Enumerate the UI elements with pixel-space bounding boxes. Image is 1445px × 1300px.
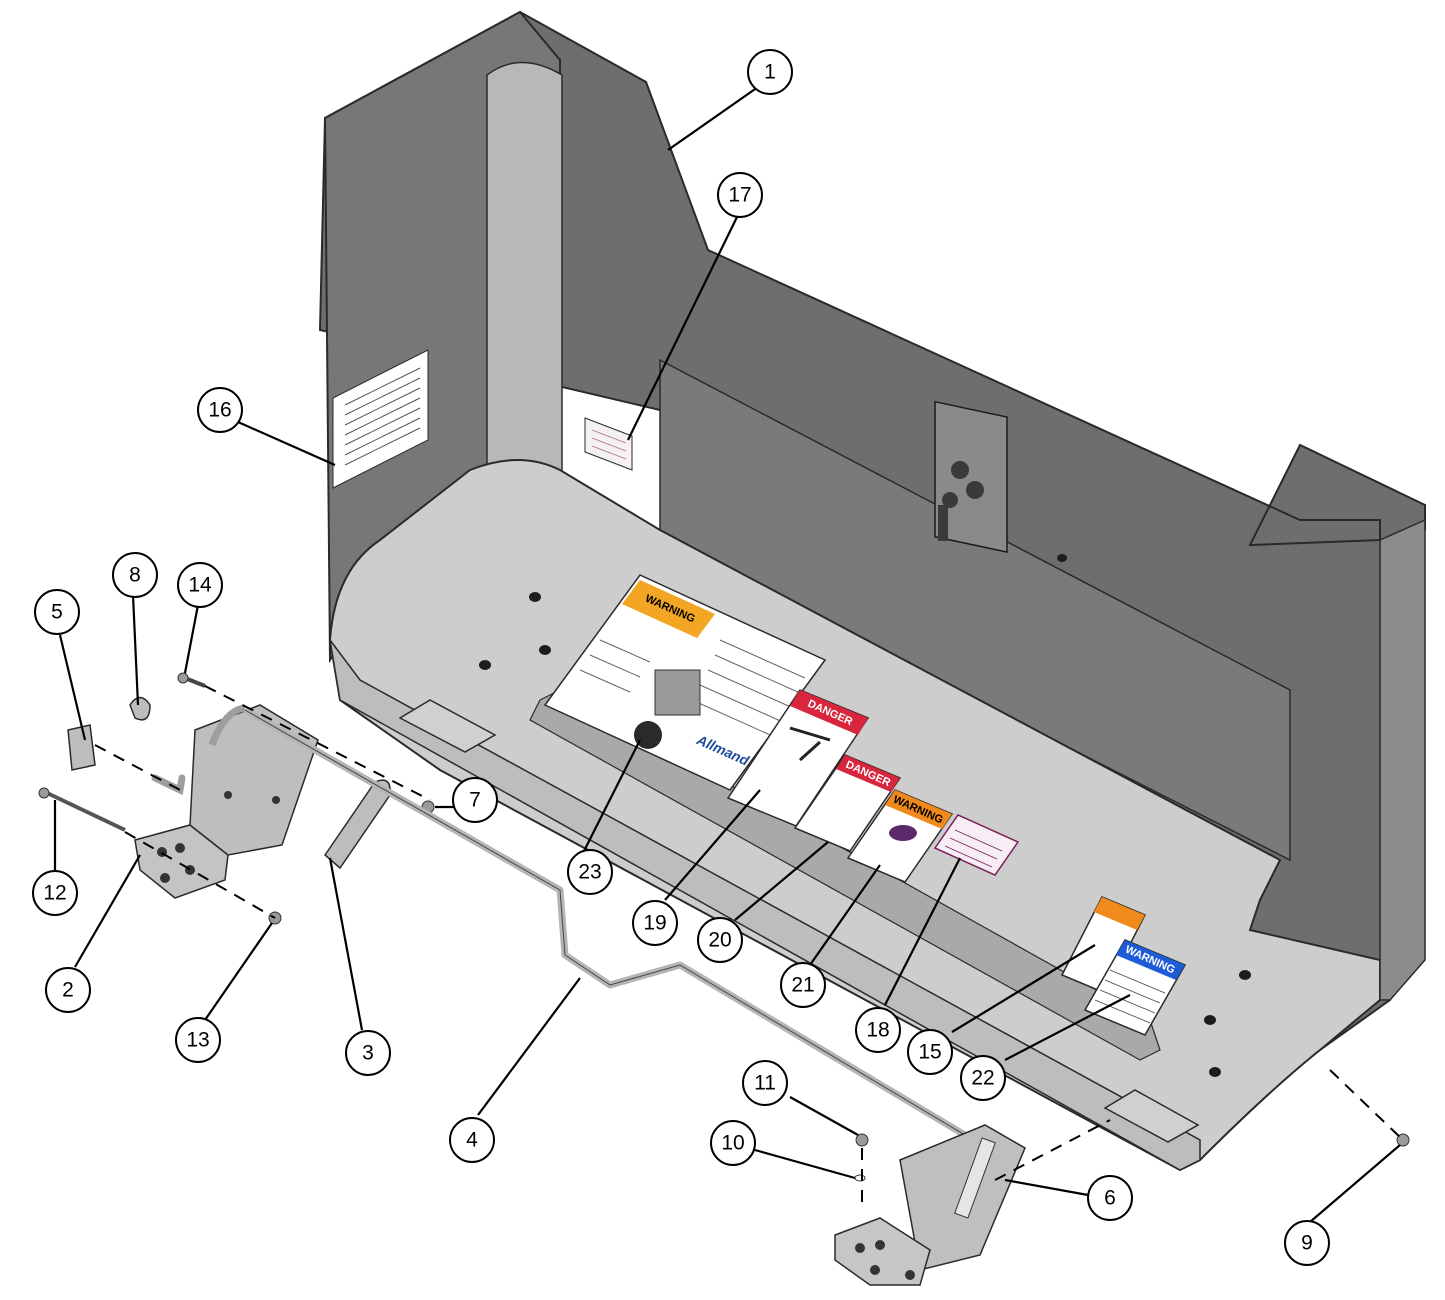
callout-19-label: 19 xyxy=(643,912,666,935)
callout-5-label: 5 xyxy=(51,601,63,624)
decal-15-warning xyxy=(1060,896,1147,994)
callout-23: 23 xyxy=(567,849,613,895)
decal-18 xyxy=(933,814,1020,876)
callout-8: 8 xyxy=(112,552,158,598)
callout-9-label: 9 xyxy=(1301,1232,1313,1255)
enclosure-corner-post xyxy=(486,61,563,486)
callout-15-label: 15 xyxy=(918,1041,941,1064)
callout-7: 7 xyxy=(452,777,498,823)
callout-5: 5 xyxy=(34,589,80,635)
callout-17: 17 xyxy=(717,172,763,218)
floor-holes xyxy=(479,554,1251,1077)
callout-11: 11 xyxy=(742,1060,788,1106)
callout-15: 15 xyxy=(907,1029,953,1075)
callout-13: 13 xyxy=(175,1017,221,1063)
latch-assembly xyxy=(934,400,1008,553)
enclosure-inner-panel xyxy=(659,358,1291,862)
enclosure-panel xyxy=(318,10,1426,1172)
callout-21: 21 xyxy=(780,962,826,1008)
callout-3-label: 3 xyxy=(362,1042,374,1065)
callout-16-label: 16 xyxy=(208,399,231,422)
decal-17 xyxy=(584,417,633,471)
leader-lines xyxy=(53,86,1401,1223)
callouts: 1 2 3 4 5 6 7 8 9 10 11 12 13 14 15 16 1… xyxy=(32,49,1330,1266)
callout-14-label: 14 xyxy=(188,574,212,597)
callout-12: 12 xyxy=(32,870,78,916)
callout-23-label: 23 xyxy=(578,861,601,884)
assembly-lines xyxy=(94,685,1404,1210)
callout-4-label: 4 xyxy=(466,1129,478,1152)
callout-18: 18 xyxy=(855,1007,901,1053)
callout-3: 3 xyxy=(345,1030,391,1076)
callout-8-label: 8 xyxy=(129,564,141,587)
callout-17-label: 17 xyxy=(728,184,751,207)
decal-23-warning-sheet: WARNING Allmand xyxy=(543,574,827,791)
callout-1: 1 xyxy=(747,49,793,95)
callout-18-label: 18 xyxy=(866,1019,889,1042)
callout-14: 14 xyxy=(177,562,223,608)
callout-1-label: 1 xyxy=(764,61,776,84)
callout-16: 16 xyxy=(197,387,243,433)
hinge-plate-left xyxy=(398,699,497,753)
callout-2-label: 2 xyxy=(62,979,74,1002)
callout-22: 22 xyxy=(960,1055,1006,1101)
callout-13-label: 13 xyxy=(186,1029,209,1052)
callout-20: 20 xyxy=(697,917,743,963)
callout-12-label: 12 xyxy=(43,882,66,905)
callout-6: 6 xyxy=(1087,1175,1133,1221)
callout-7-label: 7 xyxy=(469,789,481,812)
decal-22-warning: WARNING xyxy=(1083,939,1187,1036)
callout-11-label: 11 xyxy=(754,1072,776,1095)
hinge-assembly-right xyxy=(834,1124,1410,1286)
callout-22-label: 22 xyxy=(971,1067,994,1090)
callout-10: 10 xyxy=(710,1120,756,1166)
decal-16 xyxy=(332,349,429,489)
hinge-plate-right xyxy=(1103,1089,1200,1143)
enclosure-front-lip xyxy=(329,639,1201,1171)
decal-21-warning: WARNING xyxy=(846,789,954,883)
decal-19-danger: DANGER xyxy=(726,689,870,827)
callout-10-label: 10 xyxy=(721,1132,744,1155)
callout-20-label: 20 xyxy=(708,929,731,952)
enclosure-right-rim xyxy=(1379,518,1426,1001)
callout-9: 9 xyxy=(1284,1220,1330,1266)
callout-19: 19 xyxy=(632,900,678,946)
hinge-assembly-left xyxy=(38,672,435,925)
callout-2: 2 xyxy=(45,967,91,1013)
callout-4: 4 xyxy=(449,1117,495,1163)
callout-6-label: 6 xyxy=(1104,1187,1116,1210)
callout-21-label: 21 xyxy=(791,974,814,997)
